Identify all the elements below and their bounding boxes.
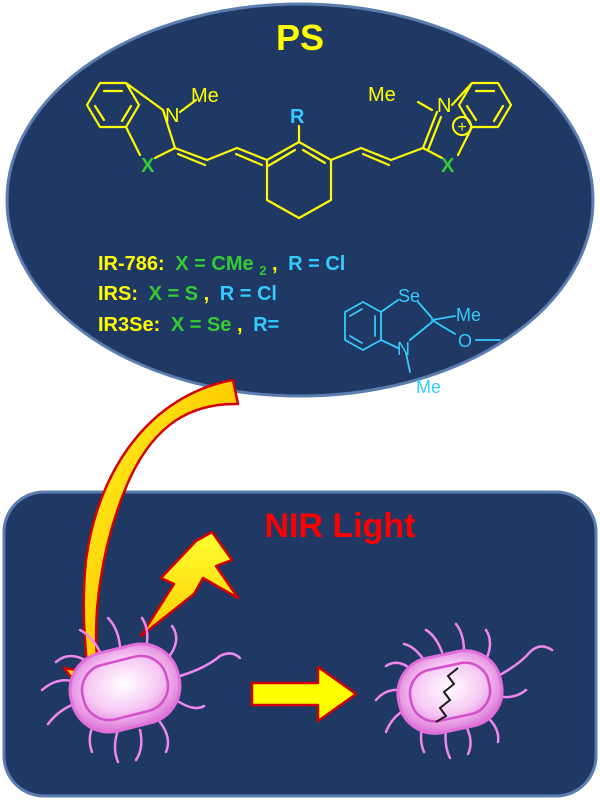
ps-ellipse <box>5 2 595 398</box>
compound-x-value: X = CMe <box>175 253 253 275</box>
compound-r-value: R = Cl <box>220 283 277 305</box>
nir-title: NIR Light <box>264 507 415 545</box>
membrane-crack <box>435 667 459 723</box>
compound-name: IR3Se: <box>98 314 160 336</box>
compound-x-value: X = Se <box>171 314 232 336</box>
dye-positive-charge: + <box>457 119 466 136</box>
dye-nitrogen-left: N <box>165 105 179 127</box>
compound-x-subscript: 2 <box>259 263 266 278</box>
compound-line-ir3se: IR3Se: X = Se , R= <box>98 314 279 336</box>
compound-x-value: X = S <box>149 283 198 305</box>
dye-x-left: X <box>141 155 155 177</box>
compound-line-ir786: IR-786: X = CMe 2 , R = Cl <box>98 253 345 280</box>
compound-r-value: R = Cl <box>288 253 345 275</box>
compound-separator: , <box>272 253 278 275</box>
dye-methyl-right: Me <box>368 84 396 106</box>
compound-line-irs: IRS: X = S , R = Cl <box>98 283 277 305</box>
substituent-methyl-top: Me <box>456 305 481 325</box>
damaged-bacterium <box>374 622 554 760</box>
substituent-nitrogen: N <box>397 339 410 359</box>
dye-r-center: R <box>290 106 305 128</box>
benzoselenazoline-structure <box>344 299 501 373</box>
dye-nitrogen-right: N <box>437 95 451 117</box>
dye-x-right: X <box>441 155 455 177</box>
compound-r-value: R= <box>253 314 279 336</box>
dye-methyl-left: Me <box>191 85 219 107</box>
cyanine-dye-structure <box>85 81 513 220</box>
substituent-selenium: Se <box>398 286 420 306</box>
compound-name: IRS: <box>98 283 138 305</box>
lightning-bolt-icon <box>139 530 240 638</box>
healthy-bacterium <box>40 616 242 764</box>
ps-title: PS <box>276 17 324 58</box>
positive-charge-circle <box>452 116 472 136</box>
right-arrow-icon <box>250 665 358 723</box>
substituent-methyl-bottom: Me <box>416 377 441 397</box>
compound-name: IR-786: <box>98 253 165 275</box>
compound-separator: , <box>204 283 210 305</box>
substituent-oxygen: O <box>458 331 472 351</box>
compound-separator: , <box>237 314 243 336</box>
